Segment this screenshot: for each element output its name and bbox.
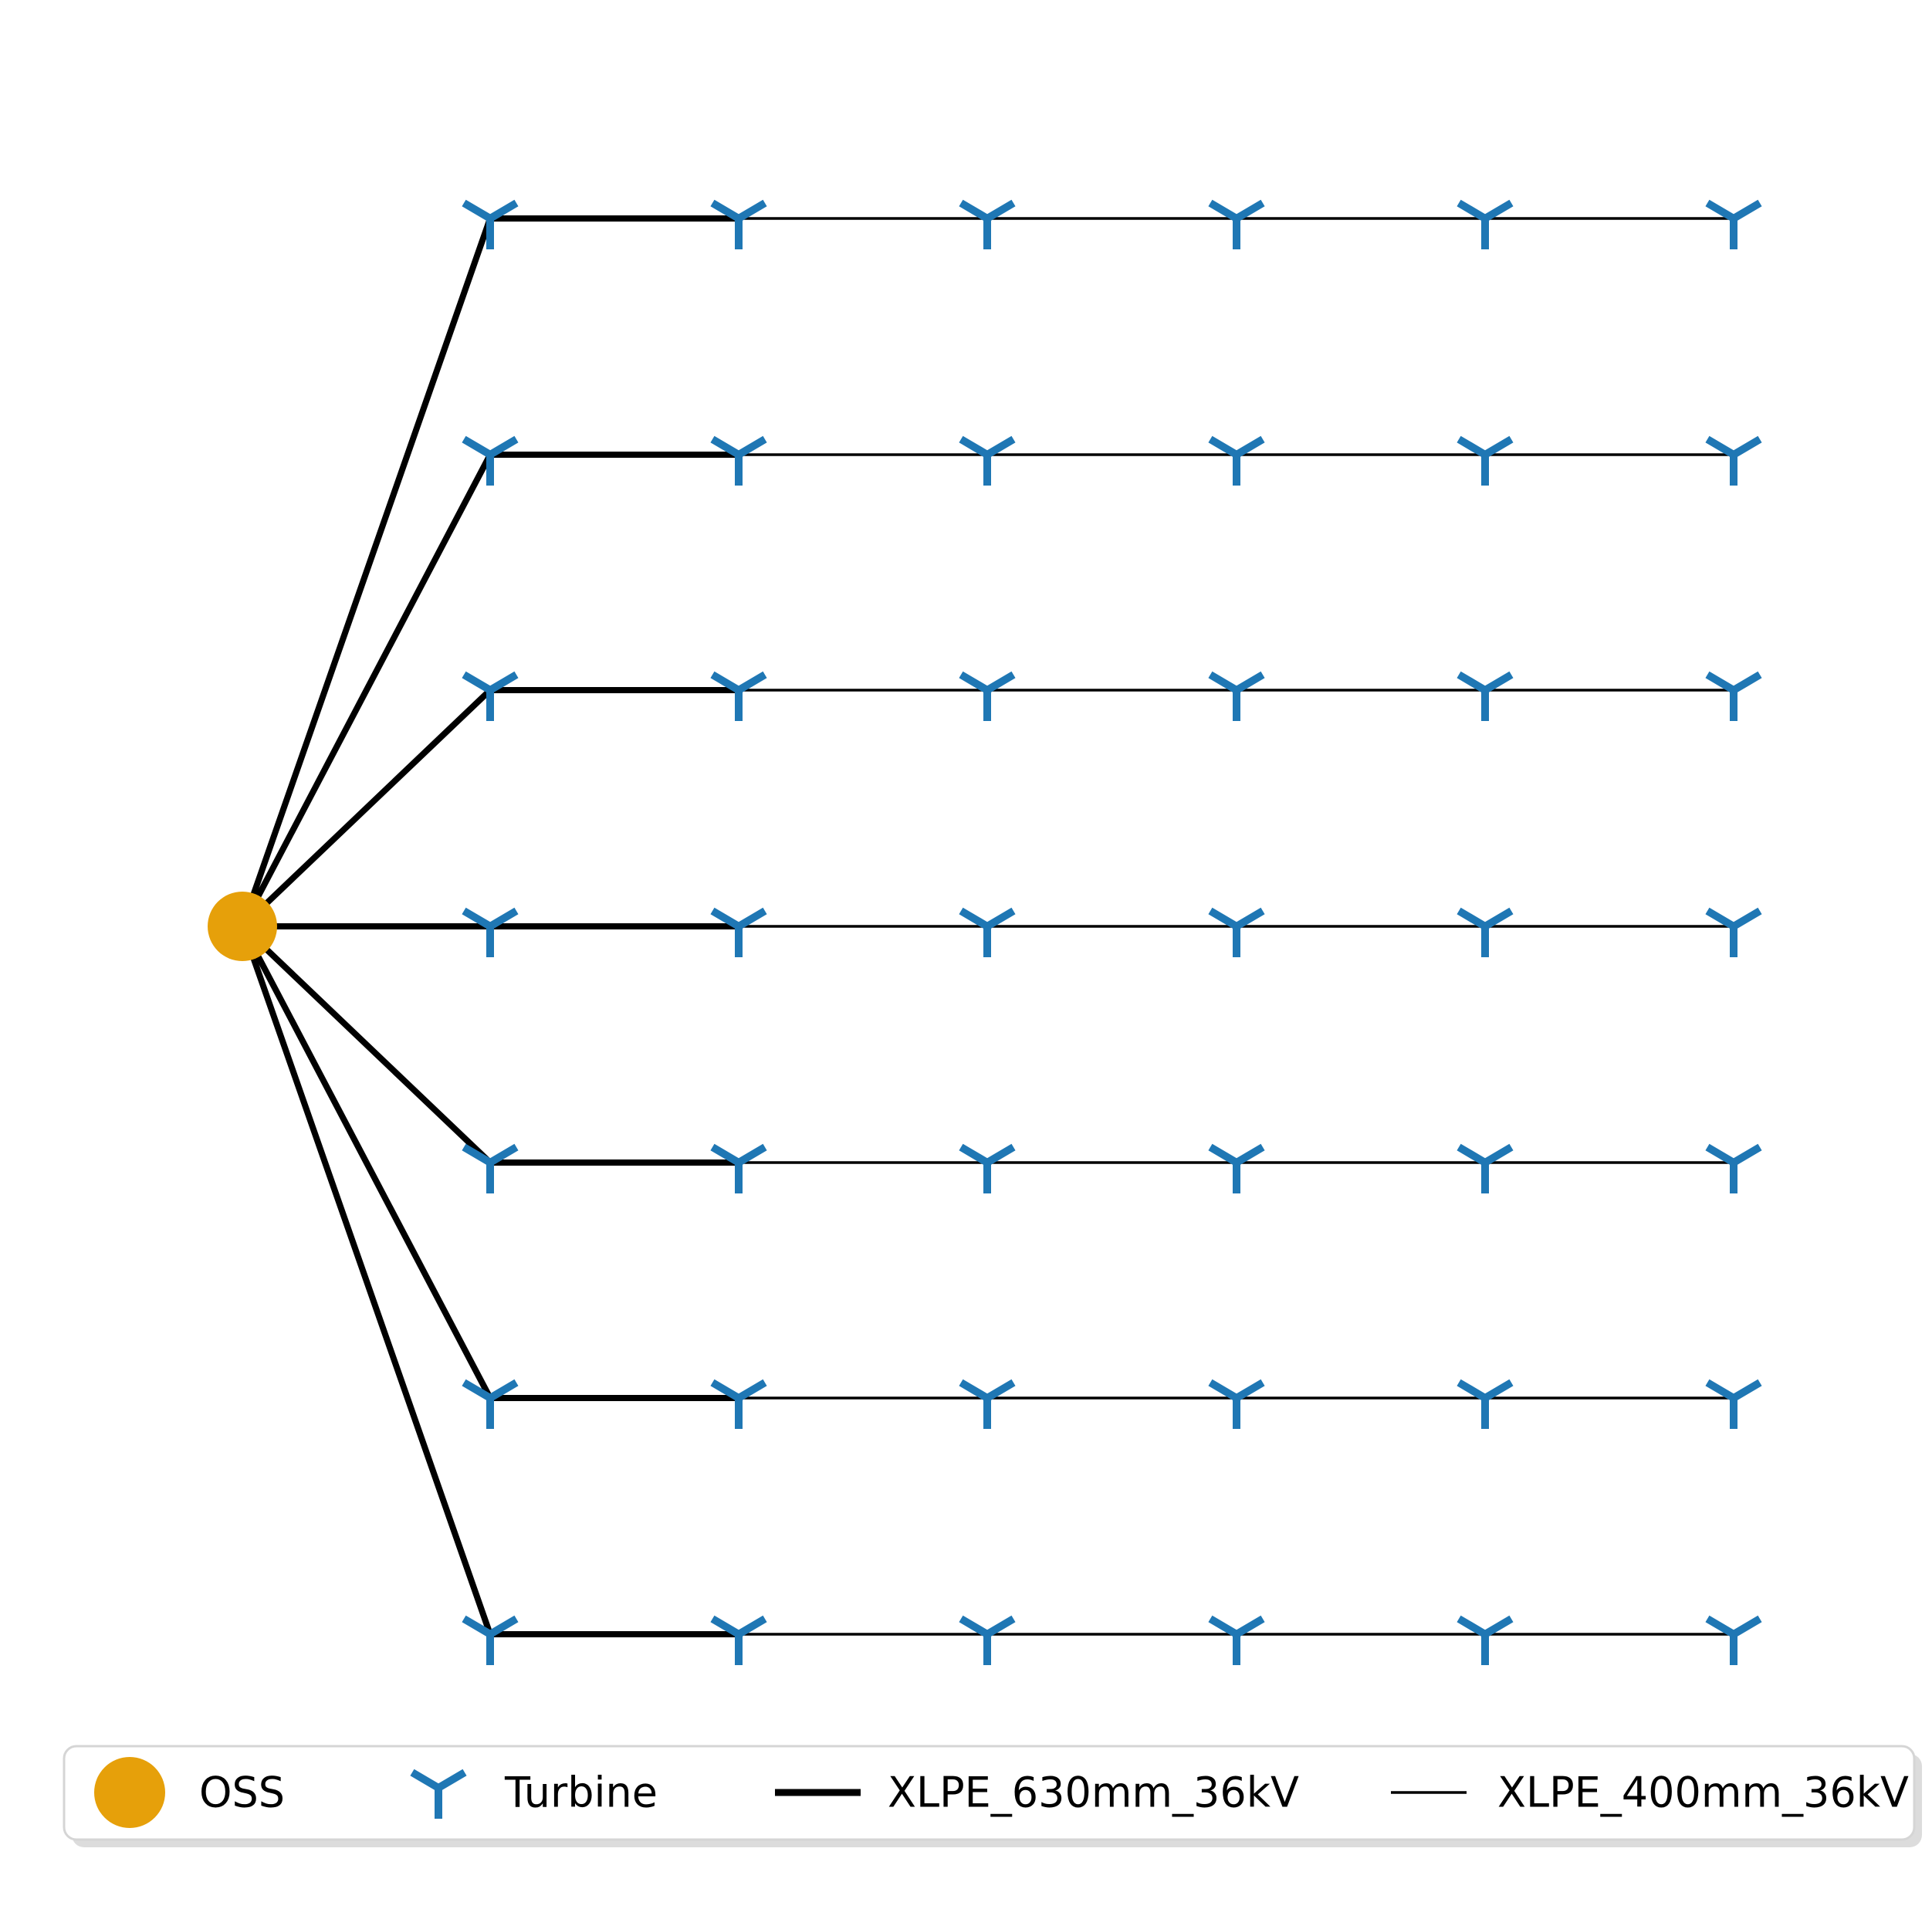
turbine-marker-icon [710, 199, 767, 249]
legend-cable-630-label: XLPE_630mm_36kV [888, 1769, 1299, 1817]
cable-630-segment [240, 924, 492, 1165]
turbine-marker-icon [1457, 1379, 1514, 1429]
legend-oss-label: OSS [199, 1769, 285, 1817]
turbine-marker-icon [959, 1379, 1016, 1429]
turbine-marker-icon [710, 1143, 767, 1193]
legend-turbine-marker-icon [410, 1769, 467, 1819]
turbine-marker-icon [959, 907, 1016, 957]
turbine-marker-icon [1705, 199, 1762, 249]
turbine-marker-icon [1208, 1379, 1265, 1429]
cable-630-segment [240, 688, 492, 929]
turbine-marker-icon [462, 1143, 519, 1193]
turbine-marker-icon [1457, 199, 1514, 249]
turbine-marker-icon [959, 199, 1016, 249]
legend-cable-400-label: XLPE_400mm_36kV [1497, 1769, 1909, 1817]
turbine-marker-icon [1208, 1615, 1265, 1665]
turbine-marker-icon [1705, 1615, 1762, 1665]
turbine-marker-icon [710, 907, 767, 957]
legend-turbine-label: Turbine [504, 1769, 658, 1817]
turbines-group [462, 199, 1762, 1665]
turbine-marker-icon [1705, 671, 1762, 721]
cable-630-segment [239, 217, 493, 928]
legend-oss-marker-icon [94, 1757, 165, 1828]
turbine-marker-icon [1208, 671, 1265, 721]
cables-group [239, 215, 1734, 1637]
turbine-marker-icon [1457, 1615, 1514, 1665]
turbine-marker-icon [462, 671, 519, 721]
turbine-marker-icon [462, 435, 519, 486]
turbine-marker-icon [462, 907, 519, 957]
turbine-marker-icon [1705, 1143, 1762, 1193]
turbine-marker-icon [1705, 1379, 1762, 1429]
turbine-marker-icon [1457, 435, 1514, 486]
turbine-marker-icon [959, 1615, 1016, 1665]
oss-group [208, 892, 277, 961]
cable-630-segment [239, 925, 493, 1636]
turbine-marker-icon [710, 1615, 767, 1665]
turbine-marker-icon [1208, 199, 1265, 249]
turbine-marker-icon [1457, 1143, 1514, 1193]
turbine-marker-icon [462, 199, 519, 249]
turbine-marker-icon [959, 1143, 1016, 1193]
turbine-marker-icon [1457, 907, 1514, 957]
turbine-marker-icon [959, 435, 1016, 486]
turbine-marker-icon [710, 435, 767, 486]
turbine-marker-icon [1705, 907, 1762, 957]
turbine-marker-icon [710, 671, 767, 721]
legend-box [63, 1745, 1916, 1841]
turbine-marker-icon [959, 671, 1016, 721]
oss-node [208, 892, 277, 961]
turbine-marker-icon [1208, 1143, 1265, 1193]
turbine-marker-icon [462, 1379, 519, 1429]
cable-630-segment [239, 925, 493, 1400]
turbine-marker-icon [1208, 907, 1265, 957]
cable-630-segment [239, 453, 493, 928]
legend: OSS Turbine XLPE_630mm_36kV XLPE_400mm_3… [63, 1745, 1922, 1847]
turbine-marker-icon [462, 1615, 519, 1665]
turbine-marker-icon [710, 1379, 767, 1429]
turbine-marker-icon [1208, 435, 1265, 486]
turbine-marker-icon [1705, 435, 1762, 486]
turbine-marker-icon [1457, 671, 1514, 721]
